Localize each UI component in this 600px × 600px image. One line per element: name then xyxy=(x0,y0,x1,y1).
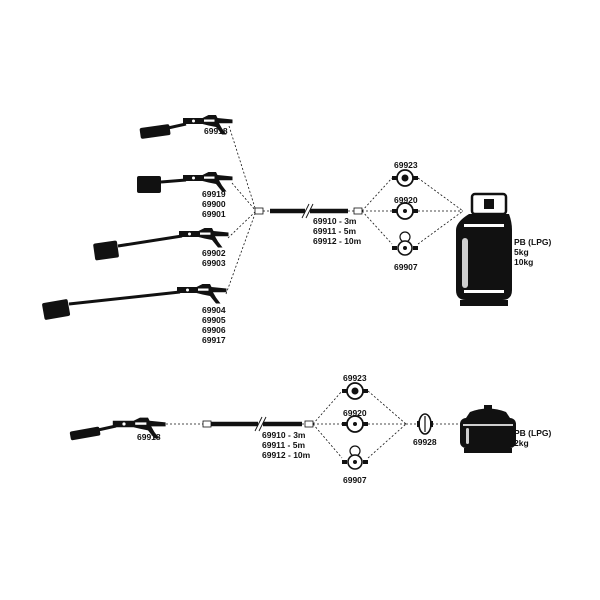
bottom-system xyxy=(69,382,516,470)
regulator-dial-icon xyxy=(392,202,418,220)
safety-valve-icon xyxy=(417,413,433,435)
hose-length: 69912 - 10m xyxy=(313,236,362,246)
tank-gas-type: PB (LPG) xyxy=(514,428,552,438)
regulator-dial-icon xyxy=(342,382,368,400)
part-code: 69906 xyxy=(202,325,226,335)
tank-size: 5kg xyxy=(514,247,529,257)
part-code: 69902 xyxy=(202,248,226,258)
regulator-code: 69923 xyxy=(343,373,367,383)
regulator-code: 69907 xyxy=(394,262,418,272)
bottom-hose xyxy=(202,416,314,432)
torch-69919-codes: 69919 69900 69901 xyxy=(202,189,226,219)
part-code: 69917 xyxy=(202,335,226,345)
torch-69919 xyxy=(137,172,233,193)
regulator-code: 69920 xyxy=(394,195,418,205)
safety-valve-code: 69928 xyxy=(413,437,437,447)
tank-size: 2kg xyxy=(514,438,529,448)
tank-size: 10kg xyxy=(514,257,534,267)
tank-gas-type: PB (LPG) xyxy=(514,237,552,247)
hose-length: 69911 - 5m xyxy=(262,440,306,450)
regulator-dial-icon xyxy=(392,169,418,187)
top-hose xyxy=(254,203,363,219)
regulator-code: 69920 xyxy=(343,408,367,418)
lpg-cylinder-icon xyxy=(456,192,512,306)
hose-length: 69911 - 5m xyxy=(313,226,357,236)
part-code: 69905 xyxy=(202,315,226,325)
part-code: 69900 xyxy=(202,199,226,209)
bottom-hose-lengths: 69910 - 3m 69911 - 5m 69912 - 10m xyxy=(262,430,310,460)
regulator-gauge-icon xyxy=(392,231,418,256)
torch-69902-codes: 69902 69903 xyxy=(202,248,226,268)
torch-69918-bottom-code: 69918 xyxy=(137,432,161,442)
bottom-regulator-connectors xyxy=(312,390,458,459)
regulator-gauge-icon xyxy=(342,445,368,470)
part-code: 69918 xyxy=(204,126,228,136)
hose-length: 69910 - 3m xyxy=(262,430,306,440)
part-code: 69919 xyxy=(202,189,226,199)
top-torch-connectors xyxy=(225,125,257,295)
top-system xyxy=(42,115,512,320)
torch-69918-bottom xyxy=(69,417,166,441)
part-code: 69904 xyxy=(202,305,226,315)
torch-69902 xyxy=(93,228,229,261)
torch-69918 xyxy=(139,115,233,139)
hose-length: 69912 - 10m xyxy=(262,450,311,460)
torch-69904-codes: 69904 69905 69906 69917 xyxy=(202,305,226,345)
canister-label: PB (LPG) 2kg xyxy=(514,428,551,448)
top-hose-lengths: 69910 - 3m 69911 - 5m 69912 - 10m xyxy=(313,216,361,246)
hose-length: 69910 - 3m xyxy=(313,216,357,226)
torch-69904 xyxy=(42,284,227,320)
torch-69918-code: 69918 xyxy=(204,126,228,136)
top-regulator-connectors xyxy=(361,177,464,245)
regulator-dial-icon xyxy=(342,415,368,433)
part-code: 69901 xyxy=(202,209,226,219)
regulator-code: 69923 xyxy=(394,160,418,170)
part-code: 69903 xyxy=(202,258,226,268)
tank-label: PB (LPG) 5kg 10kg xyxy=(514,237,551,267)
gas-canister-icon xyxy=(460,405,516,453)
regulator-code: 69907 xyxy=(343,475,367,485)
